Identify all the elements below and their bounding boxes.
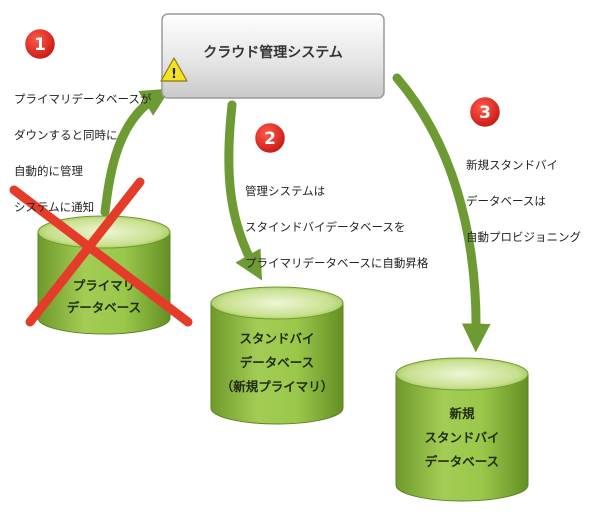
svg-text:新規: 新規 <box>449 406 475 421</box>
arrow-system-to-standby <box>224 100 263 281</box>
step-2-description: 管理システムは スタインドバイデータベースを プライマリデータベースに自動昇格 <box>245 184 429 270</box>
step-badge-2: 2 <box>252 120 288 156</box>
step-1-description: プライマリデータベースが ダウンすると同時に 自動的に管理 システムに通知 <box>14 92 152 214</box>
svg-text:3: 3 <box>479 103 491 123</box>
warning-triangle-icon: ! <box>160 57 188 82</box>
svg-text:データベース: データベース <box>425 454 499 469</box>
svg-text:スタンドバイ: スタンドバイ <box>239 331 314 346</box>
arrow-system-to-new-standby <box>392 73 491 353</box>
svg-text:（新規プライマリ）: （新規プライマリ） <box>221 379 334 394</box>
arrow-primary-to-system <box>100 88 171 217</box>
svg-text:スタンドバイ: スタンドバイ <box>424 430 499 445</box>
svg-text:2: 2 <box>264 129 276 149</box>
step-3-description: 新規スタンドバイ データベースは 自動プロビジョニング <box>466 158 581 244</box>
svg-text:!: ! <box>171 67 177 82</box>
cloud-management-system-box: クラウド管理システム <box>161 13 385 99</box>
svg-text:データベース: データベース <box>67 300 141 315</box>
svg-text:データベース: データベース <box>240 355 314 370</box>
database-new-standby: 新規 スタンドバイ データベース <box>395 357 529 502</box>
svg-text:プライマリ: プライマリ <box>73 278 136 293</box>
svg-text:1: 1 <box>34 35 46 55</box>
step-badge-3: 3 <box>467 94 503 130</box>
cloud-system-title: クラウド管理システム <box>203 44 343 61</box>
database-standby: スタンドバイ データベース （新規プライマリ） <box>210 286 344 425</box>
step-badge-1: 1 <box>22 26 58 62</box>
failure-cross-icon <box>9 177 193 327</box>
